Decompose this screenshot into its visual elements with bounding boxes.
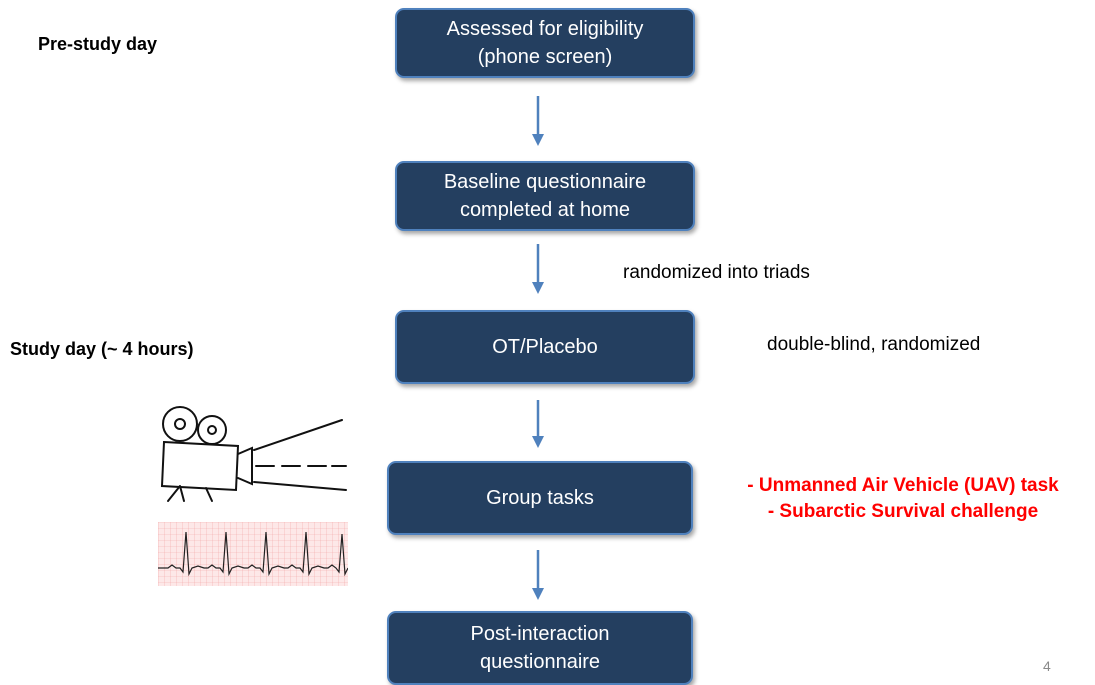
step-eligibility-line2: (phone screen) xyxy=(477,46,613,68)
randomized-note: randomized into triads xyxy=(623,262,810,283)
step-post-line1: Post-interaction xyxy=(470,623,610,645)
video-camera-sketch-icon xyxy=(160,406,347,502)
arrow-down-4 xyxy=(532,550,544,600)
step-eligibility-line1: Assessed for eligibility xyxy=(446,18,644,40)
ecg-strip-icon xyxy=(158,522,348,586)
pre-study-day-label: Pre-study day xyxy=(38,34,158,54)
step-ot-placebo: OT/Placebo xyxy=(395,310,695,384)
study-day-label: Study day (~ 4 hours) xyxy=(10,339,194,359)
step-baseline-questionnaire: Baseline questionnaire completed at home xyxy=(395,161,695,231)
arrow-down-3 xyxy=(532,400,544,448)
step-eligibility: Assessed for eligibility (phone screen) xyxy=(395,8,695,78)
step-baseline-line1: Baseline questionnaire xyxy=(443,171,647,193)
group-tasks-note: - Unmanned Air Vehicle (UAV) task - Suba… xyxy=(728,473,1078,525)
step-group-tasks: Group tasks xyxy=(387,461,693,535)
task-uav: - Unmanned Air Vehicle (UAV) task xyxy=(747,475,1059,496)
task-subarctic: - Subarctic Survival challenge xyxy=(767,501,1039,522)
step-post-line2: questionnaire xyxy=(479,651,601,673)
arrow-down-2 xyxy=(532,244,544,294)
step-group-tasks-label: Group tasks xyxy=(486,487,594,509)
arrow-down-1 xyxy=(532,96,544,146)
double-blind-note: double-blind, randomized xyxy=(767,334,981,355)
page-number: 4 xyxy=(1043,658,1051,674)
step-post-interaction: Post-interaction questionnaire xyxy=(387,611,693,685)
step-baseline-line2: completed at home xyxy=(459,199,631,221)
step-ot-placebo-label: OT/Placebo xyxy=(492,336,598,358)
